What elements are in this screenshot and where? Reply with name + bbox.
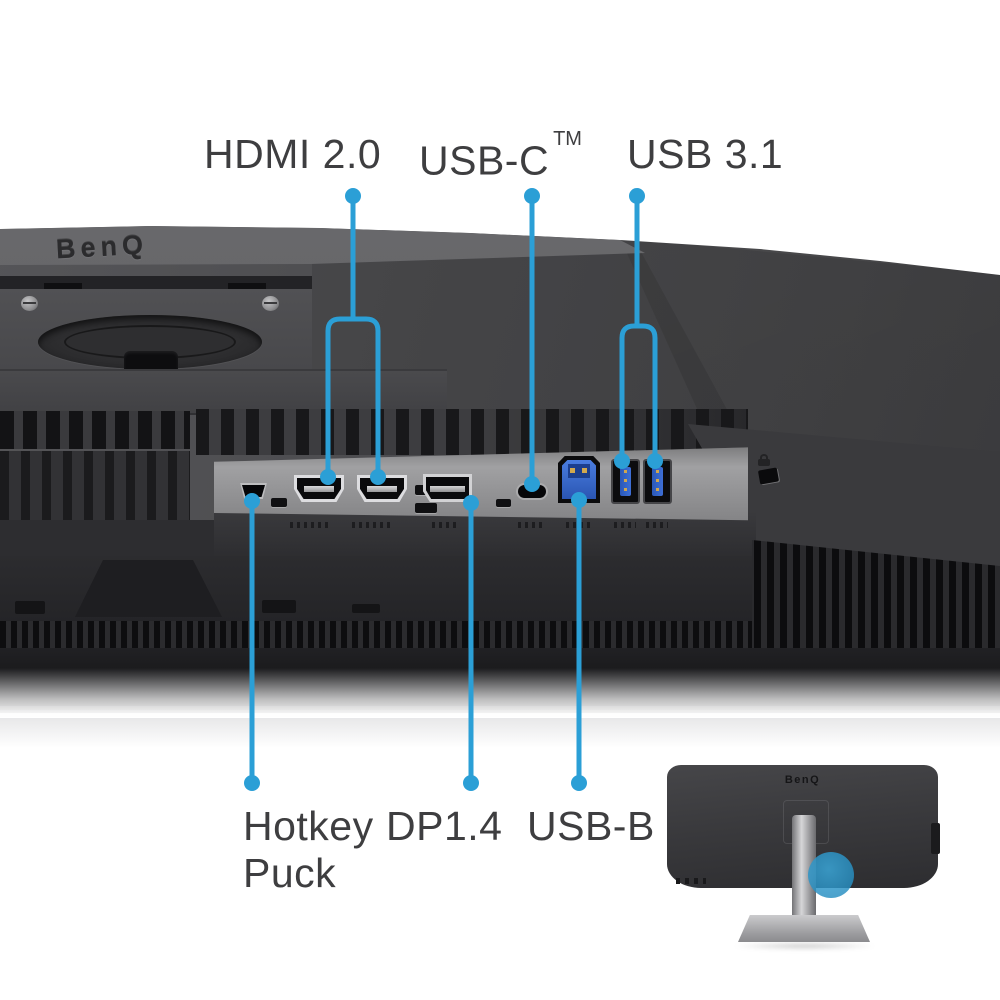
- callout-dot: [345, 188, 361, 204]
- displayport-1-4: [423, 474, 472, 502]
- callout-dot: [629, 188, 645, 204]
- inset-highlight-circle: [808, 852, 854, 898]
- screw-left: [21, 296, 38, 311]
- inset-port-marks: [676, 878, 706, 884]
- hdmi-port-2: [357, 475, 407, 502]
- vent-slot-small: [496, 499, 511, 507]
- vent-slots-left-lower: [0, 451, 190, 522]
- callout-dot: [571, 775, 587, 791]
- inset-benq-logo: BenQ: [784, 774, 821, 786]
- screw-right: [262, 296, 279, 311]
- label-hotkey-puck: Hotkey Puck: [243, 803, 374, 897]
- kensington-lock-icon: [757, 454, 771, 467]
- label-usb-3-1: USB 3.1: [627, 131, 784, 177]
- usb-c-port: [516, 483, 548, 500]
- bottom-tab: [262, 600, 296, 613]
- hdmi-port-1: [294, 475, 344, 502]
- vent-slot-small: [415, 503, 437, 513]
- underside-lower-left: [0, 520, 214, 562]
- trademark-symbol: TM: [553, 128, 582, 150]
- label-usb-c-text: USB-C: [419, 137, 550, 184]
- benq-logo: BenQ: [55, 229, 149, 265]
- callout-dot: [463, 775, 479, 791]
- port-label-strip: [214, 511, 756, 561]
- bottom-fade: [0, 668, 1000, 718]
- port-engraving: [566, 522, 594, 528]
- vent-slots-middle: [196, 409, 748, 455]
- label-hdmi-2-0: HDMI 2.0: [204, 131, 382, 177]
- vent-slots-left-upper: [0, 411, 190, 449]
- port-engraving: [646, 522, 668, 528]
- label-usb-b: USB-B: [527, 803, 655, 849]
- bottom-tab: [15, 601, 45, 614]
- callout-dot: [244, 775, 260, 791]
- port-engraving: [290, 522, 332, 528]
- usb-a-3-1-port-1: [611, 459, 640, 504]
- callout-dot: [524, 188, 540, 204]
- port-engraving: [518, 522, 544, 528]
- label-dp-1-4: DP1.4: [386, 803, 503, 849]
- inset-stand-base: [738, 915, 870, 942]
- inset-base-shadow: [732, 942, 877, 950]
- label-hotkey-line2: Puck: [243, 850, 337, 896]
- inset-side-compartment: [931, 823, 940, 854]
- usb-a-3-1-port-2: [643, 459, 672, 504]
- bottom-tab: [352, 604, 380, 613]
- usb-b-upstream-port: [558, 456, 600, 503]
- rear-view-inset: BenQ: [650, 752, 985, 992]
- label-hotkey-line1: Hotkey: [243, 803, 374, 849]
- port-engraving: [432, 522, 458, 528]
- port-engraving: [352, 522, 394, 528]
- port-engraving: [614, 522, 636, 528]
- vent-comb-left: [0, 621, 770, 652]
- vent-slot-small: [271, 498, 287, 507]
